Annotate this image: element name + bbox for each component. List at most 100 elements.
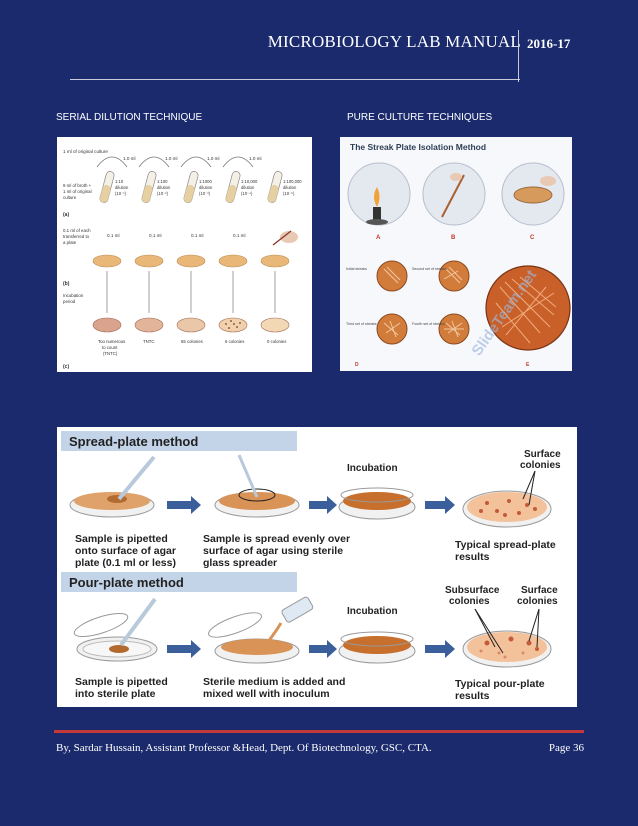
page-number: Page 36 (548, 742, 584, 754)
broth-label-2: 1 ml of original (63, 189, 92, 194)
result-tntc-abbr: (TNTC) (103, 351, 118, 356)
panel-c-label: (c) (63, 364, 69, 370)
gloved-hand-icon (272, 230, 298, 246)
pour-plate-title: Pour-plate method (69, 575, 184, 590)
dilution-tube-3 (183, 171, 199, 203)
transfer-volume-4: 1.0 ml (249, 156, 262, 161)
result-65-colonies: 65 colonies (181, 339, 203, 344)
pour-cap-3-line2: results (455, 690, 490, 702)
streak-plate-figure: The Streak Plate Isolation Method A B (340, 137, 572, 371)
spread-cap-1-line2: onto surface of agar (75, 545, 176, 557)
dilution-4-word: dilution (241, 185, 255, 190)
header-divider-vertical (518, 30, 519, 82)
spread-step-2-plate (214, 454, 300, 518)
panel-b-label: (b) (63, 281, 70, 287)
spread-title-bar (61, 431, 297, 451)
arrow-icon (309, 496, 337, 514)
spread-plate-title: Spread-plate method (69, 434, 198, 449)
original-culture-label: 1 ml of original culture (63, 149, 108, 154)
transfer-volume-3: 1.0 ml (207, 156, 220, 161)
result-tntc-long: Too numerous (98, 339, 125, 344)
step-b-letter: B (451, 235, 456, 241)
dilution-1-power: (10⁻¹) (115, 191, 127, 196)
pour-step-4-plate (462, 608, 552, 668)
spread-surface-label-1: Surface (524, 449, 561, 460)
result-to-count: to count (102, 345, 118, 350)
footer-author: By, Sardar Hussain, Assistant Professor … (56, 742, 432, 754)
plate-volume-3: 0.1 ml (191, 233, 204, 238)
result-0-colonies: 0 colonies (267, 339, 286, 344)
spread-captions: Sample is pipetted onto surface of agar … (75, 533, 556, 569)
dilution-1-word: dilution (115, 185, 129, 190)
result-tntc: TNTC (143, 339, 154, 344)
spread-step-4-plate (462, 470, 552, 528)
arrow-icon (425, 496, 455, 514)
step-a-letter: A (376, 235, 381, 241)
bunsen-burner-icon (366, 187, 388, 225)
dilution-tube-2 (141, 171, 157, 203)
pour-step-2-plate (208, 596, 314, 664)
plate-volume-4: 0.1 ml (233, 233, 246, 238)
dilution-tubes (99, 171, 283, 203)
result-6-colonies: 6 colonies (225, 339, 244, 344)
result-plates (92, 317, 290, 333)
pour-cap-2-line2: mixed well with inoculum (203, 688, 330, 700)
dilution-1-ratio: 1:10 (115, 179, 124, 184)
plate-volume-1: 0.1 ml (107, 233, 120, 238)
dilution-3-word: dilution (199, 185, 213, 190)
transfer-arcs (96, 156, 254, 168)
step-e-letter: E (526, 362, 530, 368)
spread-pour-figure: Spread-plate method Pour-plate method (57, 427, 577, 707)
dilution-tube-4 (225, 171, 241, 203)
caption-pure-culture: PURE CULTURE TECHNIQUES (347, 112, 493, 123)
colony-dots (225, 320, 241, 329)
header-rule (70, 79, 520, 80)
dilution-4-ratio: 1:10,000 (241, 179, 258, 184)
initial-streaks-label: Initial streaks (346, 267, 367, 271)
spread-cap-2-line2: surface of agar using sterile (203, 545, 343, 557)
dilution-2-power: (10⁻²) (157, 191, 169, 196)
serial-dilution-figure: 1 ml of original culture 9 ml of broth +… (57, 137, 312, 372)
dilution-3-ratio: 1:1000 (199, 179, 212, 184)
arrow-icon (425, 640, 455, 658)
second-streaks-label: Second set of streaks (412, 267, 447, 271)
step-c-letter: C (530, 235, 535, 241)
third-streaks-label: Third set of streaks (346, 322, 377, 326)
dilution-5-power: (10⁻⁵) (283, 191, 295, 196)
inoculating-loop-icon (441, 173, 465, 218)
caption-serial-dilution: SERIAL DILUTION TECHNIQUE (56, 112, 203, 123)
broth-label-3: culture (63, 195, 77, 200)
spread-incubation-label: Incubation (347, 463, 398, 474)
pour-step-3-plate (338, 631, 416, 664)
small-streak-plates (376, 260, 470, 345)
dilution-labels: 1:10 dilution (10⁻¹) 1:100 dilution (10⁻… (115, 179, 302, 196)
plated-label-3: a plate (63, 240, 77, 245)
arrow-icon (167, 640, 201, 658)
spread-cap-3-line1: Typical spread-plate (455, 539, 556, 551)
dilution-tube-5 (267, 171, 283, 203)
fourth-streaks-label: Fourth set of streaks (412, 322, 445, 326)
broth-label-1: 9 ml of broth + (63, 183, 92, 188)
plated-label-1: 0.1 ml of each (63, 228, 91, 233)
spread-surface-label-2: colonies (520, 460, 561, 471)
footer-rule (54, 730, 584, 733)
transfer-volume-2: 1.0 ml (165, 156, 178, 161)
header-year: 2016-17 (527, 36, 571, 51)
pour-cap-2-line1: Sterile medium is added and (203, 676, 345, 688)
pour-title-bar (61, 572, 297, 592)
spread-cap-3-line2: results (455, 551, 490, 563)
transfer-volume-1: 1.0 ml (123, 156, 136, 161)
spread-step-3-plate (338, 487, 416, 520)
arrow-icon (167, 496, 201, 514)
plate-volume-2: 0.1 ml (149, 233, 162, 238)
pour-subsurface-label-2: colonies (449, 596, 490, 607)
spread-cap-2-line3: glass spreader (203, 557, 277, 569)
dilution-2-word: dilution (157, 185, 171, 190)
plate-lid-icon (513, 176, 556, 204)
arrow-icon (309, 640, 337, 658)
header-title: MICROBIOLOGY LAB MANUAL (267, 32, 521, 51)
plated-label-2: transferred to (63, 234, 90, 239)
pour-subsurface-label-1: Subsurface (445, 585, 500, 596)
dilution-5-ratio: 1:100,000 (283, 179, 302, 184)
dilution-tube-1 (99, 171, 115, 203)
